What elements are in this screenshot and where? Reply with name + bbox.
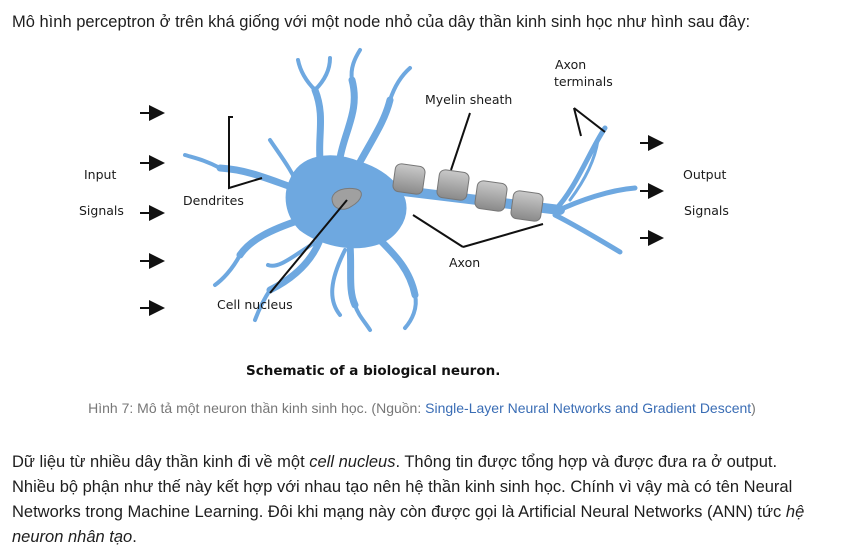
caption-suffix: ) [751, 400, 756, 416]
label-input-signals: Signals [79, 203, 124, 218]
label-axon: Axon [449, 255, 481, 270]
label-axon-terminals-1: Axon [555, 57, 587, 72]
label-myelin-sheath: Myelin sheath [425, 92, 513, 107]
caption-prefix: Hình 7: Mô tả một neuron thần kinh sinh … [88, 400, 426, 416]
intro-paragraph: Mô hình perceptron ở trên khá giống với … [12, 13, 751, 31]
label-input: Input [84, 167, 117, 182]
neuron-diagram [140, 48, 664, 332]
neuron-figure: Input Signals Dendrites Cell nucleus Mye… [0, 40, 844, 390]
body-emphasis-cell-nucleus: cell nucleus [309, 453, 396, 471]
figure-caption: Hình 7: Mô tả một neuron thần kinh sinh … [0, 400, 844, 416]
body-text-2: . Thông tin được tổng hợp và được đưa ra… [12, 453, 793, 521]
label-cell-nucleus: Cell nucleus [217, 297, 293, 312]
caption-source-link[interactable]: Single-Layer Neural Networks and Gradien… [425, 400, 752, 416]
label-output: Output [683, 167, 727, 182]
label-dendrites: Dendrites [183, 193, 244, 208]
output-arrows [640, 135, 664, 246]
body-text-1: Dữ liệu từ nhiều dây thần kinh đi về một [12, 453, 310, 471]
label-output-signals: Signals [684, 203, 729, 218]
body-emphasis-ann: hệ neuron nhân tạo [12, 503, 805, 546]
label-axon-terminals-2: terminals [554, 74, 613, 89]
input-arrows [140, 105, 165, 316]
body-paragraph: Dữ liệu từ nhiều dây thần kinh đi về một… [12, 450, 812, 550]
myelin-sheaths [392, 163, 544, 222]
figure-title: Schematic of a biological neuron. [246, 363, 501, 379]
body-text-3: . [132, 528, 137, 546]
leader-lines [228, 107, 606, 294]
